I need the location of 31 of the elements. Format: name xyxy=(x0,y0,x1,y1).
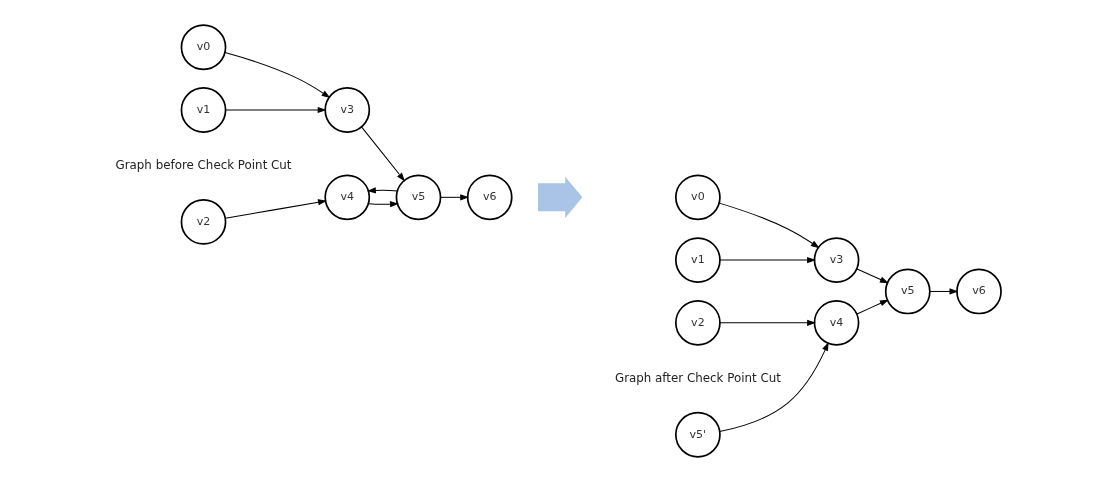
label: Graph after Check Point Cut xyxy=(614,370,781,385)
label: Graph before Check Point Cut xyxy=(115,158,292,173)
node-circle: v4 xyxy=(813,299,860,346)
node-circle: v5' xyxy=(675,411,721,458)
node-circle: v0 xyxy=(180,24,227,71)
node-circle: v6 xyxy=(466,174,513,221)
arrow xyxy=(440,194,470,201)
node-circle: v4 xyxy=(324,174,371,221)
node-circle: v1 xyxy=(180,87,227,133)
node-circle: v2 xyxy=(675,299,721,346)
arrow xyxy=(367,187,398,194)
node-circle: v2 xyxy=(180,199,227,245)
arrow xyxy=(719,319,816,326)
arrow xyxy=(361,126,405,182)
node-circle: v3 xyxy=(813,237,860,283)
node-circle: v5 xyxy=(884,268,931,315)
node-circle: v6 xyxy=(956,268,1002,315)
node-circle: v3 xyxy=(324,87,371,133)
arrow xyxy=(225,106,327,114)
node-circle: v1 xyxy=(675,237,721,283)
arrow xyxy=(224,199,327,219)
node-circle: v0 xyxy=(675,174,721,221)
arrow xyxy=(719,257,816,264)
arrow xyxy=(856,268,889,284)
arrow xyxy=(719,342,829,433)
arrow xyxy=(856,299,889,315)
arrow xyxy=(718,202,820,249)
arrow xyxy=(224,52,331,99)
arrow xyxy=(929,288,959,295)
arrow xyxy=(368,201,399,208)
node-arrow xyxy=(538,176,583,218)
